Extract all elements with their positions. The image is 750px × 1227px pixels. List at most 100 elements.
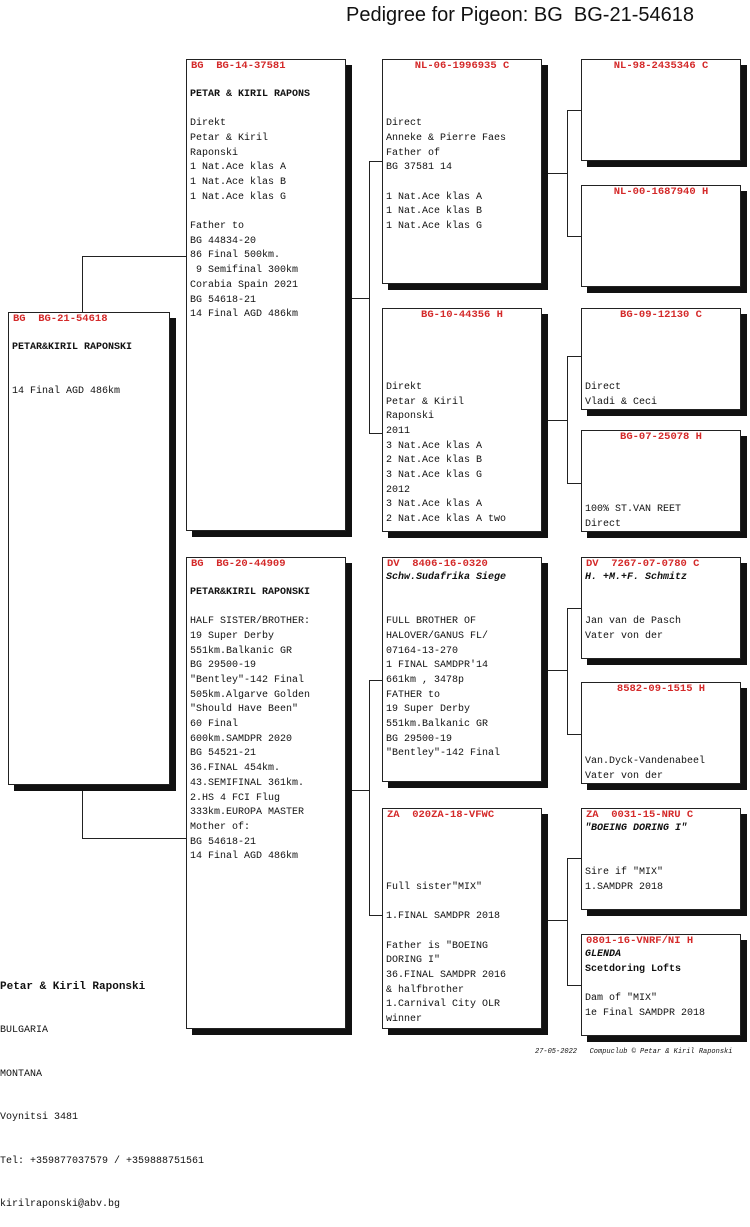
- pigeon-note-line: [386, 88, 541, 103]
- pigeon-card-subject[interactable]: BG BG-21-54618 PETAR&KIRIL RAPONSKI 14 F…: [8, 312, 170, 785]
- pigeon-note-line: [585, 586, 740, 601]
- pigeon-note-line: 19 Super Derby: [386, 704, 471, 716]
- pigeon-card-dam[interactable]: BG BG-20-44909 PETAR&KIRIL RAPONSKI HALF…: [186, 557, 346, 1029]
- pigeon-note-line: 14 Final AGD 486km: [190, 309, 299, 321]
- pigeon-note-line: Petar & Kiril: [190, 132, 269, 144]
- pigeon-card-dds[interactable]: ZA 0031-15-NRU C "BOEING DORING I" Sire …: [581, 808, 741, 910]
- pigeon-notes: PETAR&KIRIL RAPONSKI 14 Final AGD 486km: [9, 326, 169, 400]
- pigeon-note-line: [585, 444, 740, 459]
- pigeon-note-line: 36.FINAL 454km.: [190, 763, 281, 775]
- owner-email[interactable]: kirilraponski@abv.bg: [0, 1199, 121, 1210]
- pigeon-note-line: Schw.Sudafrika Siege: [386, 572, 507, 583]
- pigeon-note-line: [386, 337, 541, 352]
- pigeon-note-line: Direct: [585, 518, 622, 530]
- pigeon-note-line: [386, 351, 541, 366]
- pigeon-note-line: [585, 740, 740, 755]
- pigeon-note-line: 86 Final 500km.: [190, 250, 281, 262]
- connector: [548, 670, 567, 671]
- pigeon-card-dss[interactable]: DV 7267-07-0780 C H. +M.+F. Schmitz Jan …: [581, 557, 741, 659]
- pigeon-card-sire[interactable]: BG BG-14-37581 PETAR & KIRIL RAPONS Dire…: [186, 59, 346, 531]
- pigeon-note-line: [386, 600, 541, 615]
- pigeon-note-line: [585, 696, 740, 711]
- pigeon-note-line: 1e Final SAMDPR 2018: [585, 1007, 706, 1019]
- pigeon-note-line: PETAR&KIRIL RAPONSKI: [190, 586, 311, 598]
- pigeon-note-line: Scetdoring Lofts: [585, 963, 682, 975]
- ring-number: ZA 020ZA-18-VFWC: [387, 809, 495, 821]
- pigeon-note-line: [585, 473, 740, 488]
- pigeon-note-line: Father is "BOEING: [386, 940, 489, 952]
- ring-number: BG-09-12130 C: [620, 309, 702, 321]
- ring-number: BG BG-20-44909: [191, 558, 286, 570]
- connector: [567, 236, 581, 237]
- connector: [567, 356, 568, 483]
- pigeon-notes: PETAR&KIRIL RAPONSKI HALF SISTER/BROTHER…: [187, 571, 345, 865]
- pigeon-note-line: 661km , 3478p: [386, 674, 465, 686]
- pigeon-note-line: 2012: [386, 484, 411, 496]
- pigeon-note-line: Vater von der: [585, 630, 664, 642]
- connector: [369, 433, 382, 434]
- connector: [567, 483, 581, 484]
- pigeon-note-line: "Bentley"-142 Final: [190, 674, 305, 686]
- connector: [567, 110, 568, 236]
- pigeon-note-line: 14 Final AGD 486km: [190, 851, 299, 863]
- pigeon-note-line: 2011: [386, 425, 411, 437]
- connector: [352, 298, 369, 299]
- connector: [567, 734, 581, 735]
- pigeon-note-line: Anneke & Pierre Faes: [386, 132, 507, 144]
- pigeon-note-line: [386, 322, 541, 337]
- pigeon-note-line: 2 Nat.Ace klas A two: [386, 514, 507, 526]
- pigeon-card-ssd[interactable]: NL-00-1687940 H: [581, 185, 741, 287]
- pigeon-note-line: Sire if "MIX": [585, 867, 664, 879]
- pigeon-note-line: HALF SISTER/BROTHER:: [190, 616, 311, 628]
- ring-number: 0801-16-VNRF/NI H: [586, 935, 694, 947]
- connector: [82, 838, 187, 839]
- connector: [82, 256, 187, 257]
- pigeon-note-line: "Should Have Been": [190, 704, 299, 716]
- pigeon-note-line: 1.FINAL SAMDPR 2018: [386, 911, 501, 923]
- ring-number: BG-10-44356 H: [421, 309, 503, 321]
- pigeon-note-line: [386, 866, 541, 881]
- pigeon-card-dam-dam[interactable]: ZA 020ZA-18-VFWC Full sister"MIX" 1.FINA…: [382, 808, 542, 1029]
- ring-number: 8582-09-1515 H: [616, 683, 706, 695]
- pigeon-note-line: 3 Nat.Ace klas A: [386, 499, 483, 511]
- connector: [352, 790, 369, 791]
- connector: [567, 985, 581, 986]
- pigeon-note-line: & halfbrother: [386, 984, 465, 996]
- pigeon-card-sss[interactable]: NL-98-2435346 C: [581, 59, 741, 161]
- connector: [369, 680, 382, 681]
- pigeon-note-line: Direkt: [386, 381, 423, 393]
- pigeon-card-dam-sire[interactable]: DV 8406-16-0320 Schw.Sudafrika Siege FUL…: [382, 557, 542, 782]
- pigeon-note-line: 9 Semifinal 300km: [190, 265, 299, 277]
- ring-number: DV 8406-16-0320: [387, 558, 488, 570]
- ring-number: NL-98-2435346 C: [613, 60, 709, 72]
- pigeon-note-line: Petar & Kiril: [386, 396, 465, 408]
- pigeon-note-line: 1 Nat.Ace klas B: [386, 206, 483, 218]
- owner-country: BULGARIA: [0, 1025, 49, 1036]
- pigeon-notes: Full sister"MIX" 1.FINAL SAMDPR 2018 Fat…: [383, 822, 541, 1028]
- pigeon-note-line: [190, 73, 345, 88]
- pigeon-note-line: 43.SEMIFINAL 361km.: [190, 777, 305, 789]
- pigeon-note-line: 14 Final AGD 486km: [12, 385, 121, 397]
- pigeon-note-line: 1 Nat.Ace klas A: [386, 191, 483, 203]
- connector: [567, 858, 581, 859]
- pigeon-note-line: 36.FINAL SAMDPR 2016: [386, 970, 507, 982]
- pigeon-note-line: 1.SAMDPR 2018: [585, 881, 664, 893]
- pigeon-note-line: 333km.EUROPA MASTER: [190, 807, 305, 819]
- connector: [548, 173, 567, 174]
- pigeon-note-line: PETAR&KIRIL RAPONSKI: [12, 341, 133, 353]
- pigeon-notes: "BOEING DORING I" Sire if "MIX"1.SAMDPR …: [582, 822, 740, 896]
- pigeon-note-line: Direkt: [190, 118, 227, 130]
- pigeon-note-line: [386, 366, 541, 381]
- pigeon-note-line: [585, 322, 740, 337]
